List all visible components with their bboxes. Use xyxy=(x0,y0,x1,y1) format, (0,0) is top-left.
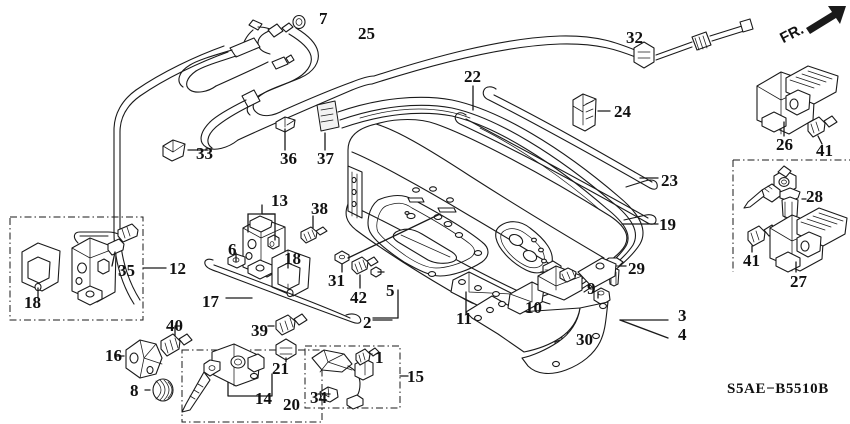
callout-34: 34 xyxy=(310,388,327,407)
part-16-handle xyxy=(115,339,163,379)
callout-41-upper: 41 xyxy=(816,141,833,160)
callout-5: 5 xyxy=(386,281,395,300)
callout-20: 20 xyxy=(283,395,300,414)
part-36-cable-bracket xyxy=(275,116,296,151)
callout-37: 37 xyxy=(317,149,334,168)
callout-39: 39 xyxy=(251,321,268,340)
callout-42: 42 xyxy=(350,288,367,307)
callout-38: 38 xyxy=(311,199,328,218)
fr-arrow-icon xyxy=(806,6,846,34)
part-26-striker-upper xyxy=(756,65,839,145)
part-24-cable-holder xyxy=(572,93,611,132)
callout-33: 33 xyxy=(196,144,213,163)
callout-40: 40 xyxy=(166,316,183,335)
callout-27: 27 xyxy=(790,272,807,291)
part-32-cable-run xyxy=(371,18,754,85)
part-23-torsion-bar-right xyxy=(482,86,659,190)
part-42-bolt xyxy=(351,256,379,289)
group-14-box xyxy=(181,338,323,423)
callout-30: 30 xyxy=(576,330,593,349)
part-8-spring xyxy=(144,378,174,402)
part-22-torsion-bar-left xyxy=(454,85,657,225)
part-9-stopper xyxy=(593,287,611,306)
callout-4: 4 xyxy=(678,325,687,344)
callout-7: 7 xyxy=(319,9,328,28)
callout-32: 32 xyxy=(626,28,643,47)
callout-12: 12 xyxy=(169,259,186,278)
part-33-cable-clamp xyxy=(162,139,209,162)
callout-15: 15 xyxy=(407,367,424,386)
callout-24: 24 xyxy=(614,102,631,121)
callout-35: 35 xyxy=(118,261,135,280)
callout-1: 1 xyxy=(375,348,384,367)
callout-8: 8 xyxy=(130,381,139,400)
callout-11: 11 xyxy=(456,309,473,328)
callout-28: 28 xyxy=(806,187,823,206)
callout-9: 9 xyxy=(587,279,596,298)
part-2-trunk-lid-panel xyxy=(345,118,628,321)
callout-31: 31 xyxy=(328,271,345,290)
part-6-rod-clip xyxy=(227,252,246,269)
part-3-4-hinge xyxy=(465,257,669,375)
callout-19: 19 xyxy=(659,215,676,234)
callout-41-lower: 41 xyxy=(743,251,760,270)
callout-18-kit: 18 xyxy=(24,293,41,312)
callout-16: 16 xyxy=(105,346,122,365)
part-37-seal-pad xyxy=(316,100,340,151)
callout-6: 6 xyxy=(228,240,237,259)
callout-26: 26 xyxy=(776,135,793,154)
callout-18-detail: 18 xyxy=(284,249,301,268)
callout-36: 36 xyxy=(280,149,297,168)
callout-13: 13 xyxy=(271,191,288,210)
callout-17: 17 xyxy=(202,292,219,311)
callout-29: 29 xyxy=(628,259,645,278)
part-40-bolt xyxy=(160,325,193,357)
callout-2: 2 xyxy=(363,313,372,332)
part-5-nut xyxy=(370,266,385,278)
group-12-box xyxy=(9,216,167,321)
diagram-part-code: S5AE−B5510B xyxy=(727,381,829,397)
part-31-nut xyxy=(334,213,441,273)
part-39-bolt xyxy=(267,313,308,336)
callout-10: 10 xyxy=(525,298,542,317)
callout-25: 25 xyxy=(358,24,375,43)
callout-3: 3 xyxy=(678,306,687,325)
callout-23: 23 xyxy=(661,171,678,190)
part-38-lock-bolt xyxy=(300,215,328,244)
callout-21: 21 xyxy=(272,359,289,378)
group-15-box xyxy=(304,345,409,410)
part-17-lock-rod xyxy=(204,258,362,324)
part-18-striker-cover xyxy=(271,249,311,298)
callout-14: 14 xyxy=(255,389,272,408)
group-28-box xyxy=(732,159,850,273)
callout-22: 22 xyxy=(464,67,481,86)
